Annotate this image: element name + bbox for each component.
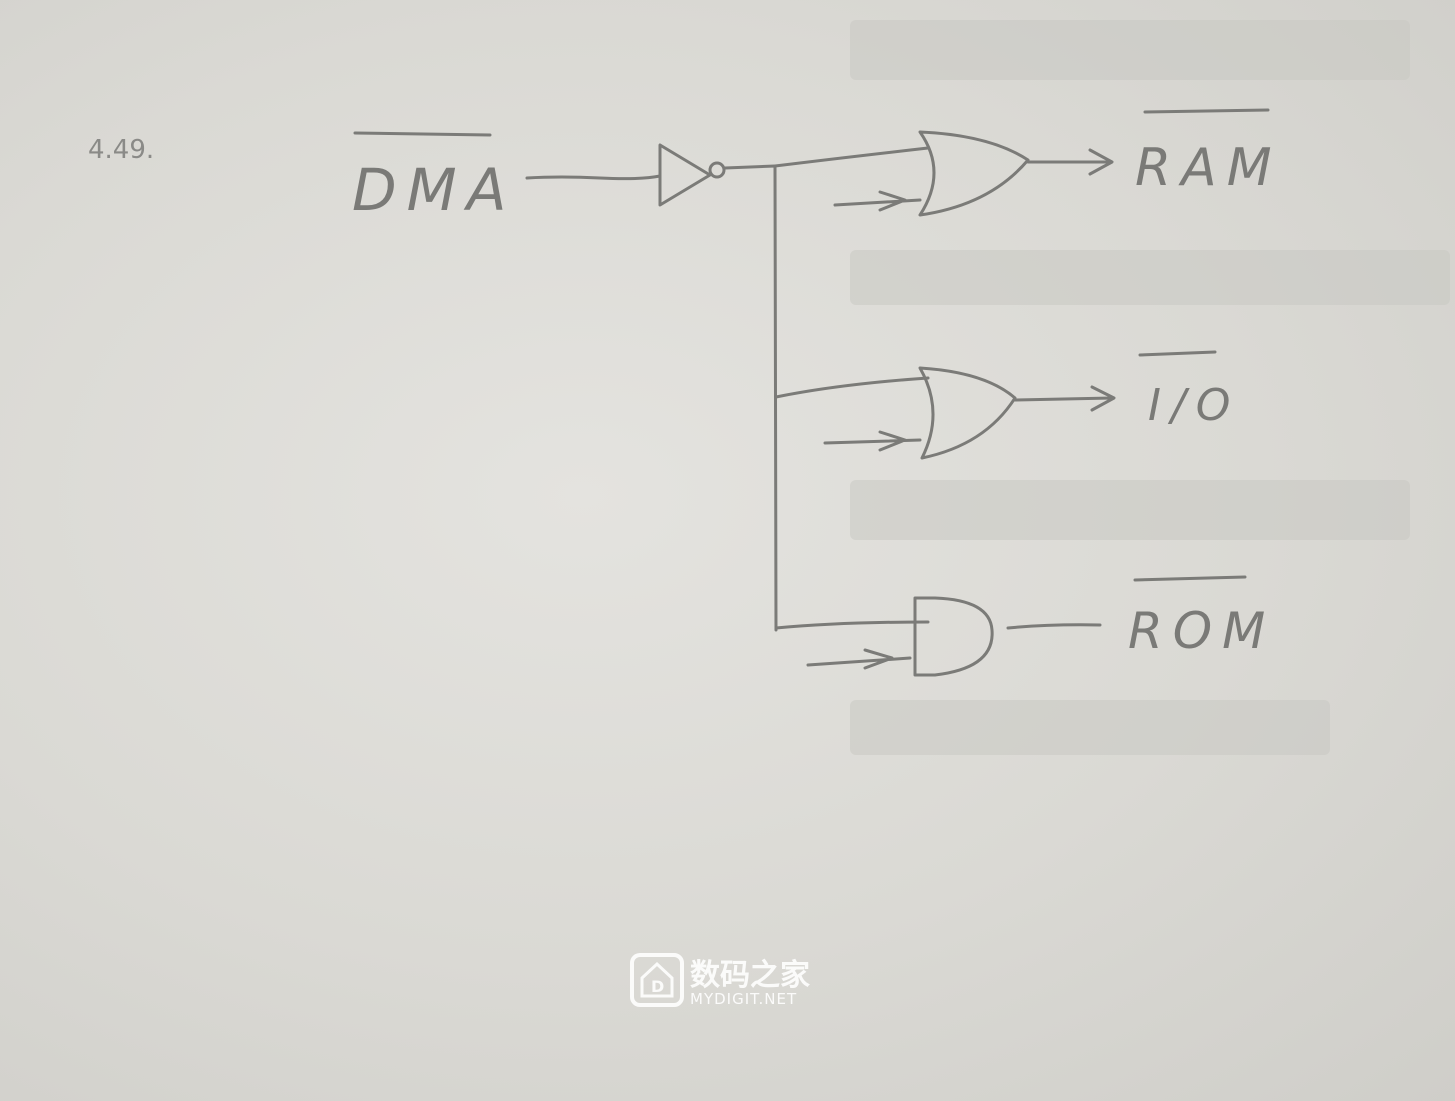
inverter-bubble — [708, 161, 726, 179]
dma-overbar — [353, 131, 492, 137]
ram-second-input — [833, 190, 922, 212]
io-output-arrow — [1013, 385, 1116, 412]
io-label: I/O — [1148, 380, 1240, 431]
ram-label: RAM — [1135, 138, 1282, 198]
bus-trunk — [723, 164, 778, 632]
rom-overbar — [1133, 575, 1247, 582]
bleed-through-marks — [850, 20, 1450, 755]
branch-io — [774, 376, 930, 399]
branch-ram — [773, 146, 930, 168]
rom-second-input — [806, 648, 912, 670]
rom-output-wire — [1006, 623, 1102, 630]
dma-label: DMA — [352, 156, 516, 224]
or-gate-io — [918, 366, 1017, 460]
watermark-subtitle: MYDIGIT.NET — [690, 990, 797, 1008]
ram-output-arrow — [1026, 148, 1114, 176]
svg-text:D: D — [651, 977, 664, 996]
rom-label: ROM — [1128, 602, 1275, 660]
watermark-title: 数码之家 — [690, 958, 810, 993]
inverter-gate — [658, 143, 712, 207]
io-overbar — [1138, 350, 1217, 357]
watermark: D 数码之家 MYDIGIT.NET — [630, 953, 810, 1008]
house-d-icon — [630, 953, 684, 1007]
dma-input-wire — [525, 174, 662, 181]
branch-rom — [774, 620, 930, 630]
io-second-input — [823, 430, 922, 452]
ram-overbar — [1143, 108, 1270, 114]
or-gate-ram — [918, 130, 1030, 217]
problem-number: 4.49. — [88, 135, 154, 165]
gate-rom — [913, 596, 994, 677]
